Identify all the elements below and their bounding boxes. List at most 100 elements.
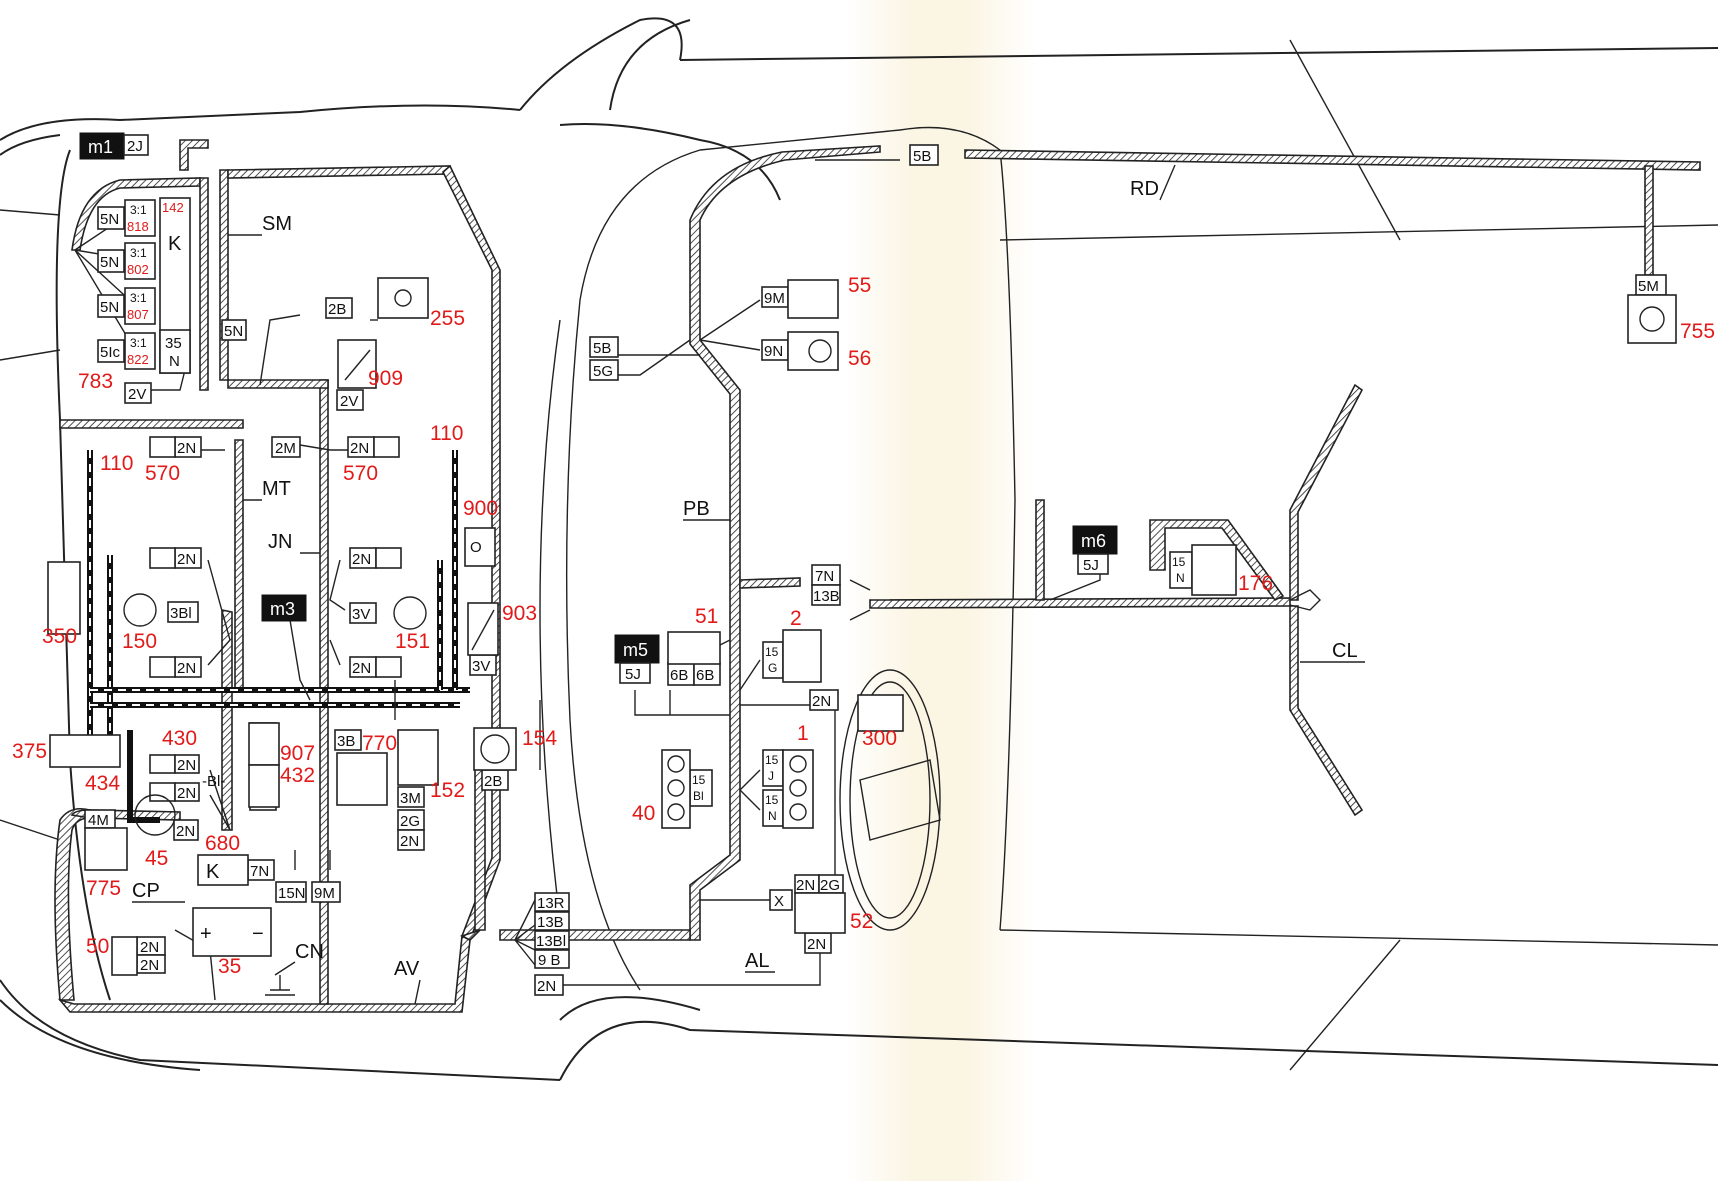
svg-text:3Bl: 3Bl [170,605,192,622]
svg-text:2V: 2V [128,386,146,403]
switch-2-icon [782,629,822,683]
label-jn: JN [268,531,292,553]
svg-text:5N: 5N [100,299,119,316]
cable-bundle [87,450,470,823]
svg-text:9N: 9N [764,343,783,360]
svg-text:55: 55 [848,274,871,297]
svg-text:9M: 9M [314,885,335,902]
svg-text:154: 154 [522,727,557,750]
label-cp: CP [132,880,160,902]
svg-text:1: 1 [797,722,809,745]
svg-text:m5: m5 [623,640,648,660]
svg-text:51: 51 [695,605,718,628]
alternator-154-icon [473,727,517,771]
svg-text:J: J [768,769,774,783]
svg-text:2N: 2N [140,939,159,956]
module-176-icon [1191,544,1237,596]
ignition-680-icon [197,854,249,886]
bl-label: -Bl- [202,773,225,790]
switch-52-icon [794,892,846,934]
svg-text:G: G [768,661,777,675]
switch-51-icon [667,631,721,665]
svg-text:7N: 7N [815,568,834,585]
svg-text:7N: 7N [250,863,269,880]
label-al: AL [745,950,769,972]
svg-text:40: 40 [632,802,655,825]
svg-text:903: 903 [502,602,537,625]
svg-text:35: 35 [218,955,241,978]
module-770-icon [336,752,388,806]
k-symbol: K [168,233,182,255]
svg-text:5Ic: 5Ic [100,344,121,361]
svg-text:N: N [1176,571,1185,585]
svg-text:434: 434 [85,772,120,795]
svg-text:2: 2 [790,607,802,630]
svg-text:3V: 3V [352,606,370,623]
svg-text:56: 56 [848,347,871,370]
svg-text:2N: 2N [350,440,369,457]
svg-text:152: 152 [430,779,465,802]
svg-text:2N: 2N [796,877,815,894]
svg-text:770: 770 [362,732,397,755]
sensor-907-icon [248,722,280,766]
svg-text:570: 570 [145,462,180,485]
svg-text:13B: 13B [813,588,840,605]
label-cl: CL [1332,640,1358,662]
instrument-40-icon [661,749,691,829]
svg-text:N: N [768,809,777,823]
svg-text:3B: 3B [337,733,355,750]
svg-text:2B: 2B [328,301,346,318]
svg-text:X: X [774,893,784,910]
svg-text:2N: 2N [177,551,196,568]
svg-text:2M: 2M [275,440,296,457]
svg-text:176: 176 [1238,572,1273,595]
svg-text:5N: 5N [100,254,119,271]
module-m5: m5 [614,634,660,664]
fuel-gauge-755-icon [1627,294,1677,344]
svg-text:m6: m6 [1081,531,1106,551]
blower-motor-icon [377,277,429,319]
sensor-432-icon [248,764,280,808]
svg-text:9 B: 9 B [538,952,561,969]
svg-text:2V: 2V [340,393,358,410]
svg-text:680: 680 [205,832,240,855]
svg-text:6B: 6B [696,667,714,684]
svg-text:6B: 6B [670,667,688,684]
svg-text:822: 822 [127,352,149,367]
svg-text:3:1: 3:1 [130,246,147,260]
module-m1: m1 [79,132,125,160]
svg-text:3:1: 3:1 [130,336,147,350]
svg-text:2N: 2N [400,833,419,850]
svg-text:5M: 5M [1638,278,1659,295]
svg-text:2B: 2B [484,773,502,790]
svg-text:755: 755 [1680,320,1715,343]
components: O K + − [47,277,1677,976]
svg-text:9M: 9M [764,290,785,307]
page-fold [845,0,1035,1181]
svg-text:35: 35 [165,335,182,352]
svg-text:50: 50 [86,935,109,958]
svg-text:3:1: 3:1 [130,203,147,217]
svg-text:430: 430 [162,727,197,750]
svg-text:13B: 13B [537,914,564,931]
svg-text:570: 570 [343,462,378,485]
svg-text:O: O [470,539,482,556]
svg-text:13Bl: 13Bl [536,933,566,950]
connector-375-icon [49,734,121,768]
svg-text:2N: 2N [352,660,371,677]
svg-text:K: K [206,861,220,883]
svg-text:N: N [169,353,180,370]
svg-text:5B: 5B [913,148,931,165]
horn-switch-300-icon [857,694,904,732]
svg-text:2N: 2N [177,440,196,457]
svg-text:151: 151 [395,630,430,653]
svg-text:5N: 5N [224,323,243,340]
svg-text:802: 802 [127,262,149,277]
module-152-icon [397,729,439,786]
svg-text:783: 783 [78,370,113,393]
harness-cl [869,383,1364,817]
fuse-50-icon [111,936,138,976]
connectors: 2J 5N 5N 5N 5Ic 3:1 3:1 3:1 3:1 35 N K 5… [84,134,1667,996]
svg-text:15: 15 [765,793,779,807]
motor-775-icon [84,827,128,871]
